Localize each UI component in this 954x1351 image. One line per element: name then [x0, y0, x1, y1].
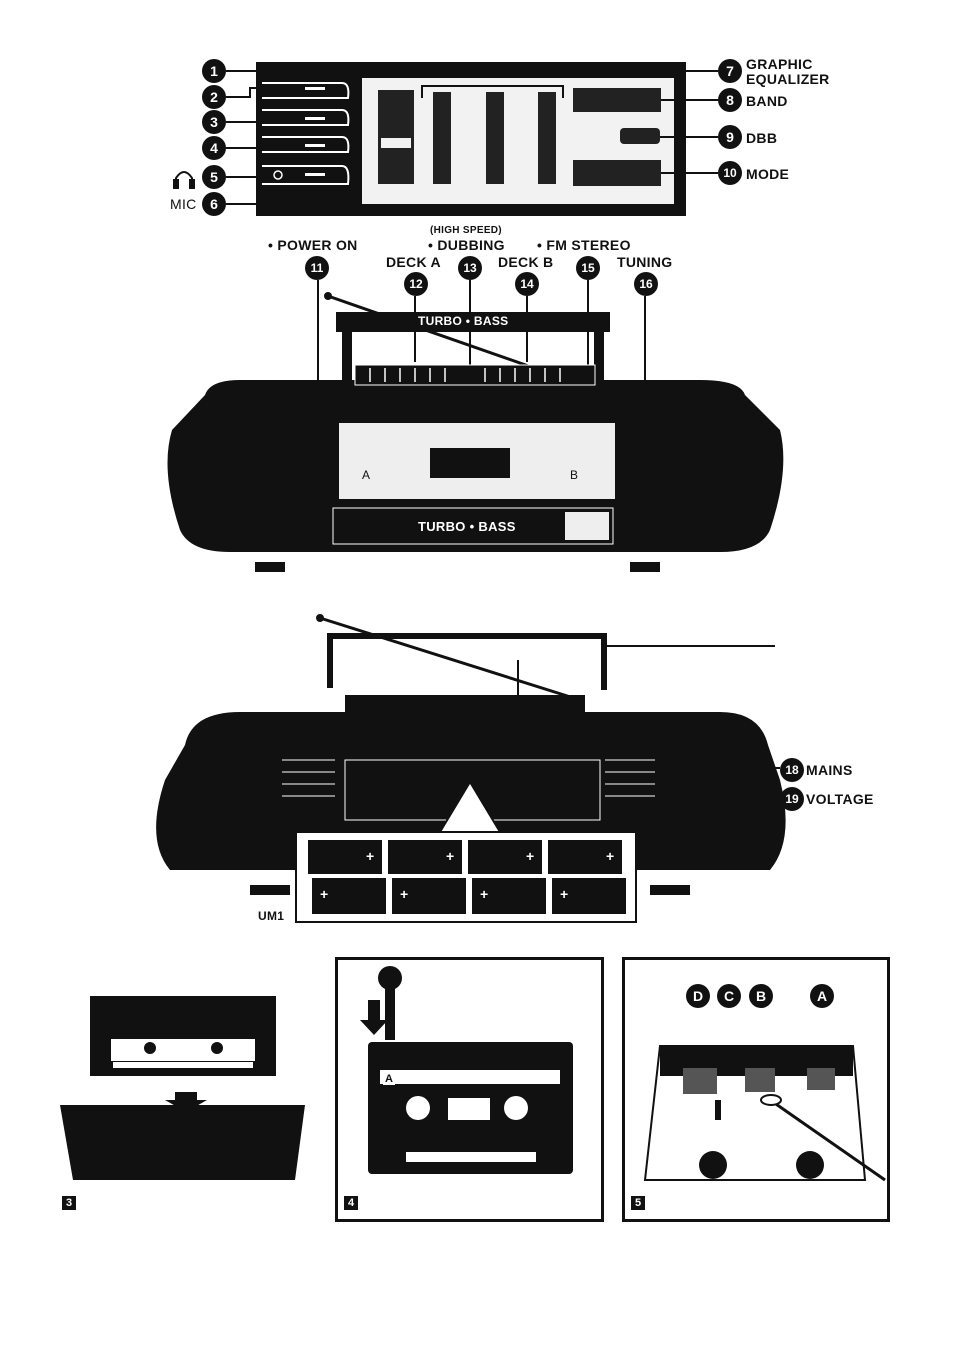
battery-plus-2: +	[446, 848, 454, 864]
battery-plus-6: +	[400, 886, 408, 902]
mains-label: MAINS	[806, 762, 853, 778]
battery-plus-7: +	[480, 886, 488, 902]
callout-3: 3	[202, 110, 226, 134]
band-label: BAND	[746, 93, 788, 109]
mic-label: MIC	[170, 196, 197, 212]
callout-15: 15	[576, 256, 600, 280]
battery-plus-1: +	[366, 848, 374, 864]
figure-5-number: 5	[631, 1196, 645, 1210]
handle-turbo-bass-text: TURBO • BASS	[418, 314, 508, 328]
callout-18: 18	[780, 758, 804, 782]
deck-b-label: DECK B	[498, 254, 553, 270]
deck-label-a: A	[362, 468, 370, 482]
voltage-label: VOLTAGE	[806, 791, 874, 807]
callout-11: 11	[305, 256, 329, 280]
display-turbo-bass-text: TURBO • BASS	[418, 519, 516, 534]
equalizer-label: EQUALIZER	[746, 71, 830, 87]
deck-a-label: DECK A	[386, 254, 441, 270]
figure-3-cassette-insert	[55, 990, 315, 1190]
callout-13: 13	[458, 256, 482, 280]
head-label-a: A	[810, 984, 834, 1008]
tuning-label: TUNING	[617, 254, 672, 270]
head-label-b: B	[749, 984, 773, 1008]
headphone-icon	[174, 172, 194, 188]
battery-plus-5: +	[320, 886, 328, 902]
power-on-label: • POWER ON	[268, 237, 358, 253]
callout-9: 9	[718, 125, 742, 149]
dubbing-label: • DUBBING	[428, 237, 505, 253]
battery-plus-3: +	[526, 848, 534, 864]
dbb-label: DBB	[746, 130, 777, 146]
callout-4: 4	[202, 136, 226, 160]
callout-2: 2	[202, 85, 226, 109]
cassette-side-a-label: A	[383, 1073, 395, 1085]
head-label-c: C	[717, 984, 741, 1008]
callout-7: 7	[718, 59, 742, 83]
callout-10: 10	[718, 161, 742, 185]
mode-label: MODE	[746, 166, 789, 182]
control-panel-illustration	[0, 0, 954, 230]
callout-5: 5	[202, 165, 226, 189]
callout-19: 19	[780, 787, 804, 811]
callout-1: 1	[202, 59, 226, 83]
figure-3-number: 3	[62, 1196, 76, 1210]
battery-plus-8: +	[560, 886, 568, 902]
high-speed-label: (HIGH SPEED)	[430, 225, 502, 236]
head-label-d: D	[686, 984, 710, 1008]
battery-um1-label: UM1	[258, 909, 284, 923]
figure-4-number: 4	[344, 1196, 358, 1210]
graphic-label: GRAPHIC	[746, 56, 813, 72]
deck-label-b: B	[570, 468, 578, 482]
figure-4-cassette-cleaning	[338, 960, 601, 1218]
figure-5-head-cleaning	[625, 1020, 887, 1218]
fm-stereo-label: • FM STEREO	[537, 237, 631, 253]
callout-6: 6	[202, 192, 226, 216]
battery-plus-4: +	[606, 848, 614, 864]
callout-8: 8	[718, 88, 742, 112]
